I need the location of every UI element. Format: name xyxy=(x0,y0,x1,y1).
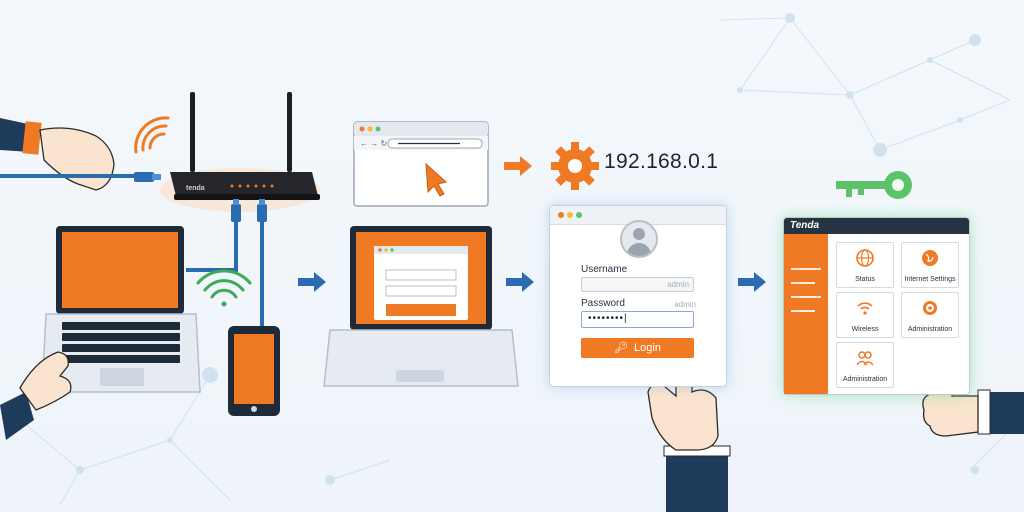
ethernet-plugs xyxy=(231,199,267,222)
username-field[interactable]: admin xyxy=(581,277,694,292)
tile-wireless[interactable]: Wireless xyxy=(836,292,894,338)
tile-status[interactable]: Status xyxy=(836,242,894,288)
password-label: Password xyxy=(581,298,625,309)
sidebar-item[interactable] xyxy=(791,296,821,298)
ip-address-label: 192.168.0.1 xyxy=(604,150,719,173)
gear-small-icon xyxy=(923,301,937,315)
svg-text:← → ↻: ← → ↻ xyxy=(360,139,387,148)
wifi-icon xyxy=(857,302,873,315)
users-icon xyxy=(856,351,874,366)
globe-icon xyxy=(856,249,874,267)
admin-header: Tenda xyxy=(784,218,969,234)
key-icon xyxy=(836,171,912,199)
gear-icon xyxy=(551,142,599,190)
hand-with-cable xyxy=(0,118,161,191)
tile-administration-users[interactable]: Administration xyxy=(836,342,894,388)
hand-pointing xyxy=(647,333,731,512)
login-window: Username admin Password admin ••••••••| … xyxy=(549,205,727,387)
password-field[interactable]: ••••••••| xyxy=(581,311,694,328)
tile-label: Internet Settings xyxy=(904,276,956,283)
ethernet-cables xyxy=(186,212,264,330)
wifi-green-icon xyxy=(196,269,252,307)
key-small-icon: 🔑︎ xyxy=(614,342,629,354)
background-network-pattern xyxy=(19,17,1011,506)
sidebar-item[interactable] xyxy=(791,282,815,284)
arrow-1 xyxy=(298,272,326,292)
wifi-signal-icon xyxy=(134,116,170,154)
router: tenda xyxy=(160,92,320,212)
tenda-logo: Tenda xyxy=(790,220,820,231)
arrow-3 xyxy=(738,272,766,292)
window-dot-red xyxy=(558,212,564,218)
arrow-2 xyxy=(506,272,534,292)
username-label: Username xyxy=(581,264,628,275)
tile-label: Administration xyxy=(842,376,888,383)
laptop-left xyxy=(41,226,201,393)
admin-sidebar xyxy=(784,234,828,394)
router-admin-window: Tenda Status Internet Settings Wireless xyxy=(783,217,970,395)
background-nodes xyxy=(76,13,981,485)
login-button-label: Login xyxy=(634,342,661,354)
globe-orange-icon xyxy=(922,250,938,266)
window-dot-yellow xyxy=(567,212,573,218)
tile-label: Wireless xyxy=(851,326,879,333)
login-button[interactable]: 🔑︎ Login xyxy=(581,338,694,358)
window-dot-green xyxy=(576,212,582,218)
sidebar-item[interactable] xyxy=(791,310,815,312)
smartphone xyxy=(228,326,280,416)
password-hint: admin xyxy=(674,300,696,309)
laptop-middle xyxy=(323,226,519,387)
tile-administration[interactable]: Administration xyxy=(901,292,959,338)
sidebar-item[interactable] xyxy=(791,268,821,270)
user-avatar-icon xyxy=(620,220,658,258)
router-brand-label: tenda xyxy=(186,185,205,192)
tile-internet-settings[interactable]: Internet Settings xyxy=(901,242,959,288)
hand-typing xyxy=(0,351,72,440)
tile-label: Status xyxy=(855,276,875,283)
browser-window: ← → ↻ xyxy=(353,121,489,207)
arrow-to-ip xyxy=(504,156,532,176)
tile-label: Administration xyxy=(907,326,953,333)
